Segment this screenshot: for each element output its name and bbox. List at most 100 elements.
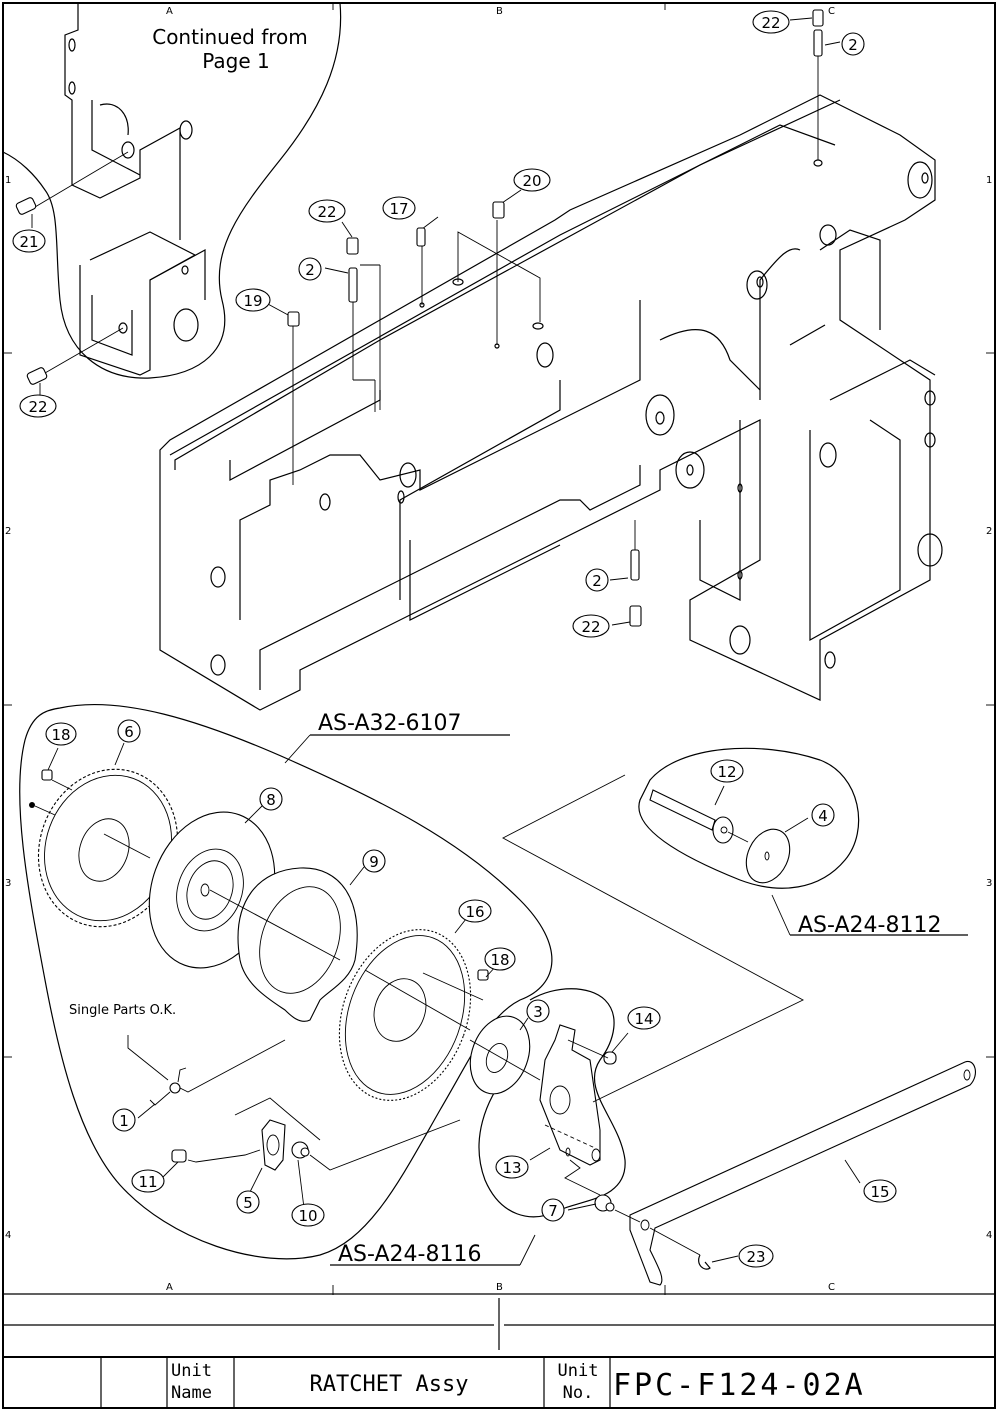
svg-text:20: 20 <box>522 172 541 190</box>
balloon-6: 6 <box>118 720 140 742</box>
balloon-8: 8 <box>260 788 282 810</box>
pin-11 <box>172 1150 260 1162</box>
svg-text:16: 16 <box>465 903 484 921</box>
bracket-5 <box>235 1098 320 1170</box>
svg-text:5: 5 <box>243 1194 253 1212</box>
svg-text:23: 23 <box>746 1248 765 1266</box>
lever-13 <box>540 1025 600 1165</box>
balloons: 22 2 21 22 22 2 17 20 19 2 22 18 6 8 9 1… <box>13 11 896 1267</box>
e-ring-23 <box>699 1255 710 1269</box>
set-screw-22-bottom <box>630 606 641 626</box>
continued-note-line2: Page 1 <box>202 49 270 73</box>
balloon-11: 11 <box>132 1170 164 1192</box>
balloon-15: 15 <box>864 1180 896 1202</box>
continued-note-line1: Continued from <box>152 25 308 49</box>
balloon-22-left: 22 <box>20 395 56 417</box>
svg-text:15: 15 <box>870 1183 889 1201</box>
unit-no-label: Unit No. <box>548 1360 608 1404</box>
svg-text:3: 3 <box>533 1003 543 1021</box>
frame-fragment-left <box>65 3 205 375</box>
svg-text:2: 2 <box>592 572 602 590</box>
unit-no-value: FPC-F124-02A <box>613 1368 866 1403</box>
svg-text:17: 17 <box>389 200 408 218</box>
svg-text:6: 6 <box>124 723 134 741</box>
arm-15 <box>615 1061 975 1285</box>
svg-text:22: 22 <box>317 203 336 221</box>
svg-text:22: 22 <box>581 618 600 636</box>
zone-row-2-right: 2 <box>986 526 992 537</box>
balloon-17: 17 <box>383 197 415 219</box>
pin-14 <box>604 1052 616 1064</box>
zone-row-3-right: 3 <box>986 878 992 889</box>
unit-name-label-line1: Unit <box>171 1360 212 1382</box>
balloon-18-right: 18 <box>485 948 515 970</box>
pin-2-mid <box>349 268 357 302</box>
svg-text:2: 2 <box>848 36 858 54</box>
spring-1 <box>128 1035 285 1105</box>
set-screw-22-top <box>813 10 823 26</box>
balloon-12: 12 <box>711 760 743 782</box>
screw-18-left <box>42 770 52 780</box>
set-screw-19 <box>288 312 299 326</box>
top-hardware <box>288 10 823 626</box>
balloon-14: 14 <box>628 1007 660 1029</box>
single-parts-note: Single Parts O.K. <box>69 1003 176 1018</box>
balloon-19: 19 <box>236 289 270 311</box>
set-screw-22-left <box>26 328 123 396</box>
balloon-5: 5 <box>237 1191 259 1213</box>
balloon-2-top-right: 2 <box>842 33 864 55</box>
balloon-22-bottom: 22 <box>573 615 609 637</box>
shaft-12 <box>650 790 733 843</box>
zone-col-a-bottom: A <box>166 1282 173 1293</box>
zone-col-c-top: C <box>828 6 835 17</box>
unit-name-label: Unit Name <box>171 1360 212 1404</box>
washer-4 <box>738 822 798 890</box>
balloon-18-left: 18 <box>46 723 76 745</box>
set-screw-20 <box>493 202 504 218</box>
balloon-21: 21 <box>13 230 45 252</box>
pin-2-top <box>814 30 822 56</box>
pin-17 <box>417 228 425 246</box>
balloon-10: 10 <box>292 1204 324 1226</box>
balloon-7: 7 <box>542 1199 564 1221</box>
unit-no-label-line2: No. <box>548 1382 608 1404</box>
zone-col-c-bottom: C <box>828 1282 835 1293</box>
svg-text:21: 21 <box>19 233 38 251</box>
svg-text:10: 10 <box>298 1207 317 1225</box>
svg-text:1: 1 <box>119 1112 129 1130</box>
svg-text:9: 9 <box>369 853 379 871</box>
balloon-16: 16 <box>459 900 491 922</box>
balloon-1: 1 <box>113 1109 135 1131</box>
balloon-3: 3 <box>527 1000 549 1022</box>
balloon-22-mid: 22 <box>309 200 345 222</box>
washer-3 <box>460 1008 540 1102</box>
balloon-4: 4 <box>812 804 834 826</box>
svg-text:2: 2 <box>305 261 315 279</box>
zone-row-3-left: 3 <box>5 878 11 889</box>
svg-text:4: 4 <box>818 807 828 825</box>
zone-col-a-top: A <box>166 6 173 17</box>
svg-text:22: 22 <box>761 14 780 32</box>
zone-row-1-right: 1 <box>986 175 992 186</box>
unit-name-label-line2: Name <box>171 1382 212 1404</box>
svg-text:12: 12 <box>717 763 736 781</box>
set-screw-22-mid <box>347 238 358 254</box>
assembly-label-6107: AS-A32-6107 <box>318 711 461 736</box>
assembly-label-8112: AS-A24-8112 <box>798 913 941 938</box>
unit-no-label-line1: Unit <box>548 1360 608 1382</box>
svg-text:18: 18 <box>490 951 509 969</box>
svg-text:13: 13 <box>502 1159 521 1177</box>
screw-18-right <box>478 970 488 980</box>
balloon-2-mid: 2 <box>299 258 321 280</box>
balloon-22-top-right: 22 <box>753 11 789 33</box>
pin-10 <box>292 1120 460 1170</box>
balloon-20: 20 <box>514 169 550 191</box>
svg-text:11: 11 <box>138 1173 157 1191</box>
svg-text:19: 19 <box>243 292 262 310</box>
svg-text:14: 14 <box>634 1010 653 1028</box>
svg-text:7: 7 <box>548 1202 558 1220</box>
assembly-label-8116: AS-A24-8116 <box>338 1242 481 1267</box>
zone-row-1-left: 1 <box>5 175 11 186</box>
collar-7 <box>595 1195 614 1211</box>
zone-row-2-left: 2 <box>5 526 11 537</box>
